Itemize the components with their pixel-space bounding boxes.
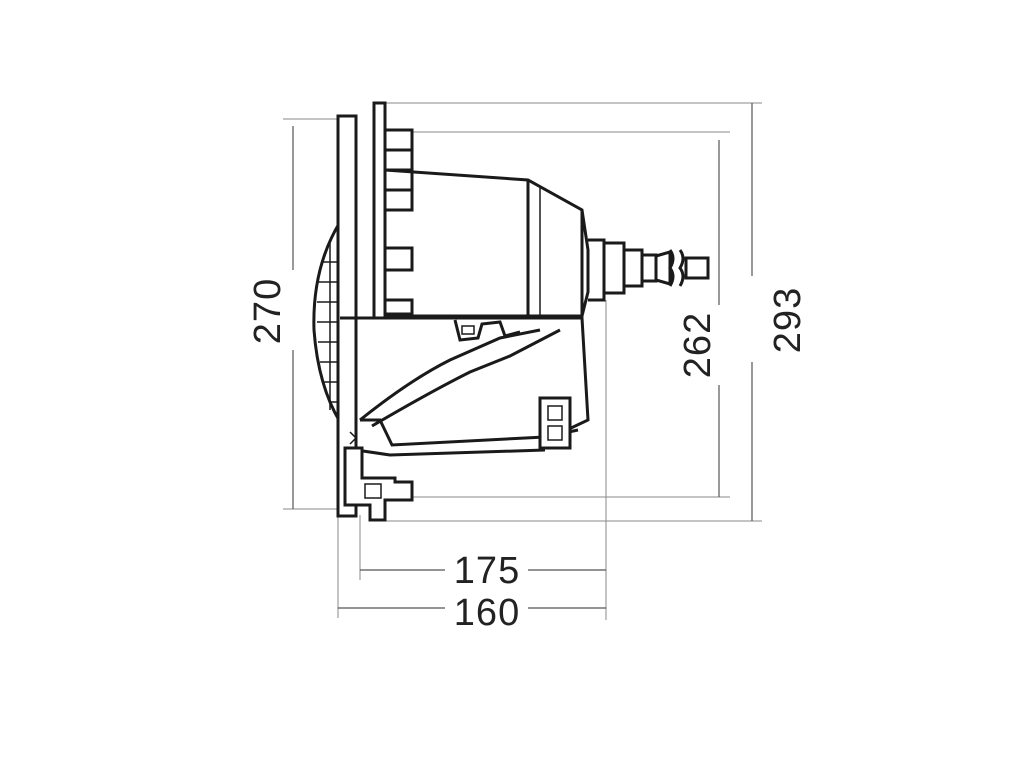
dim-label-262: 262 xyxy=(677,312,719,378)
dim-label-270: 270 xyxy=(247,278,289,344)
dim-label-175: 175 xyxy=(454,550,520,592)
lamp-housing-outline xyxy=(312,101,710,522)
dim-label-293: 293 xyxy=(767,287,809,353)
dim-label-160: 160 xyxy=(454,592,520,634)
dimension-lines xyxy=(283,102,762,620)
